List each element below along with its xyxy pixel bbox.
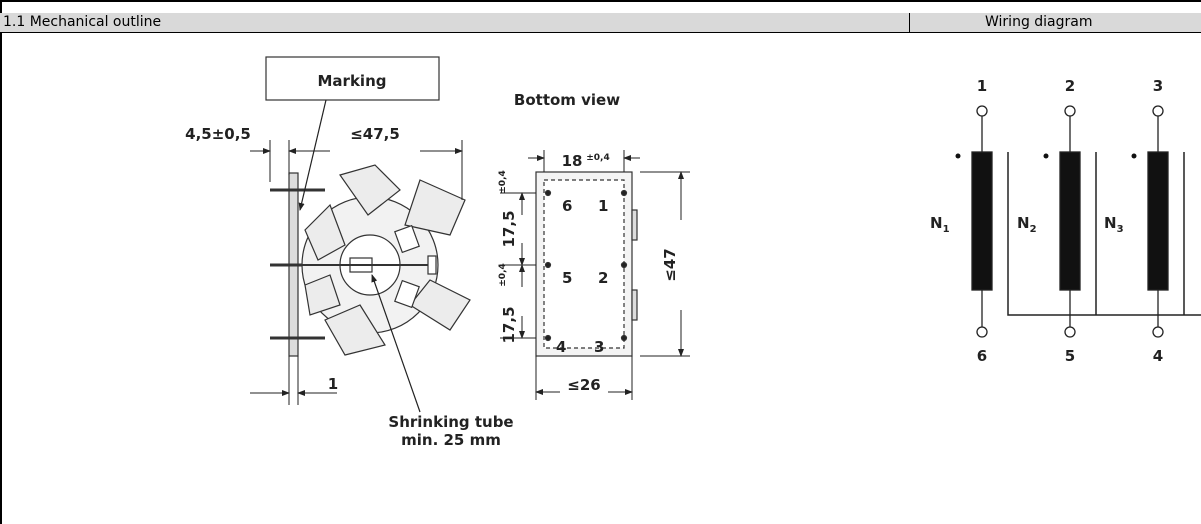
- winding-petal: [304, 203, 346, 261]
- dim-pin-label: 1: [328, 375, 338, 393]
- terminal-3: [1152, 105, 1164, 117]
- terminal-5: [1064, 326, 1076, 338]
- marking-label: Marking: [318, 72, 387, 90]
- section-title: 1.1 Mechanical outline: [3, 14, 162, 30]
- shrink-label-1: Shrinking tube: [388, 413, 513, 431]
- pitch-bot-tol-group: ±0,4: [498, 263, 508, 286]
- wiring-bottom-pin-6: 6: [977, 347, 987, 365]
- bottom-view-dimensions: [500, 150, 690, 400]
- pin-label-5: 5: [562, 269, 572, 287]
- wiring-top-pin-3: 3: [1153, 77, 1163, 95]
- pin-label-3: 3: [594, 338, 604, 356]
- core-slot: [394, 224, 420, 254]
- wiring-bottom-pin-4: 4: [1153, 347, 1163, 365]
- winding-label-2: N2: [1017, 214, 1037, 235]
- pitch-top-tol-group: ±0,4: [498, 170, 508, 193]
- pitch-bot-tol: ±0,4: [498, 263, 508, 286]
- bottom-view: [535, 171, 638, 357]
- pitch-top-tol: ±0,4: [498, 170, 508, 193]
- top-margin: [0, 0, 1201, 13]
- wiring-top-pin-1: 1: [977, 77, 987, 95]
- shrink-label-2: min. 25 mm: [401, 431, 501, 449]
- marking-leader: [298, 99, 327, 211]
- terminal-1: [976, 105, 988, 117]
- wiring-top-pin-2: 2: [1065, 77, 1075, 95]
- dim-26-label: ≤26: [567, 376, 600, 394]
- winding-petal: [404, 179, 466, 236]
- winding-petal: [304, 274, 341, 316]
- wiring-title: Wiring diagram: [985, 14, 1093, 30]
- pitch-top-label: 17,5: [500, 210, 518, 247]
- side-view-dimensions: [250, 140, 463, 405]
- core-separator: [1007, 152, 1201, 316]
- winding-bar-2: [1059, 151, 1081, 291]
- winding-bar-3: [1147, 151, 1169, 291]
- dim-18-tol: ±0,4: [586, 153, 609, 163]
- pin-label-6: 6: [562, 197, 572, 215]
- dim-width-label: ≤47,5: [350, 125, 400, 143]
- winding-petal: [339, 164, 401, 216]
- marking-box: [265, 56, 440, 101]
- wiring-diagram-header: Wiring diagram: [910, 13, 1201, 33]
- mechanical-outline-header: 1.1 Mechanical outline: [0, 13, 910, 33]
- pin-label-1: 1: [598, 197, 608, 215]
- wiring-diagram: [971, 105, 1201, 338]
- core-slot: [394, 279, 420, 309]
- pitch-top-group: 17,5: [500, 210, 518, 247]
- terminal-2: [1064, 105, 1076, 117]
- winding-petal: [409, 279, 471, 331]
- polarity-dots: [955, 153, 1137, 159]
- pin-label-4: 4: [556, 338, 566, 356]
- terminal-6: [976, 326, 988, 338]
- shrink-leader: [371, 274, 421, 413]
- lead-end: [427, 255, 437, 275]
- winding-label-3: N3: [1104, 214, 1124, 235]
- terminal-4: [1152, 326, 1164, 338]
- dim-left-label: 4,5±0,5: [185, 125, 251, 143]
- winding-bar-1: [971, 151, 993, 291]
- winding-petal: [324, 304, 386, 356]
- winding-label-1: N1: [930, 214, 950, 235]
- bottom-view-label: Bottom view: [514, 91, 620, 109]
- dim-47-label: ≤47: [661, 248, 679, 281]
- wiring-bottom-pin-5: 5: [1065, 347, 1075, 365]
- pitch-bot-label: 17,5: [500, 306, 518, 343]
- bottom-inner: [543, 179, 625, 349]
- pin-label-2: 2: [598, 269, 608, 287]
- dim-18-label: 18: [562, 152, 583, 170]
- pitch-bot-group: 17,5: [500, 306, 518, 343]
- side-view: [265, 56, 471, 413]
